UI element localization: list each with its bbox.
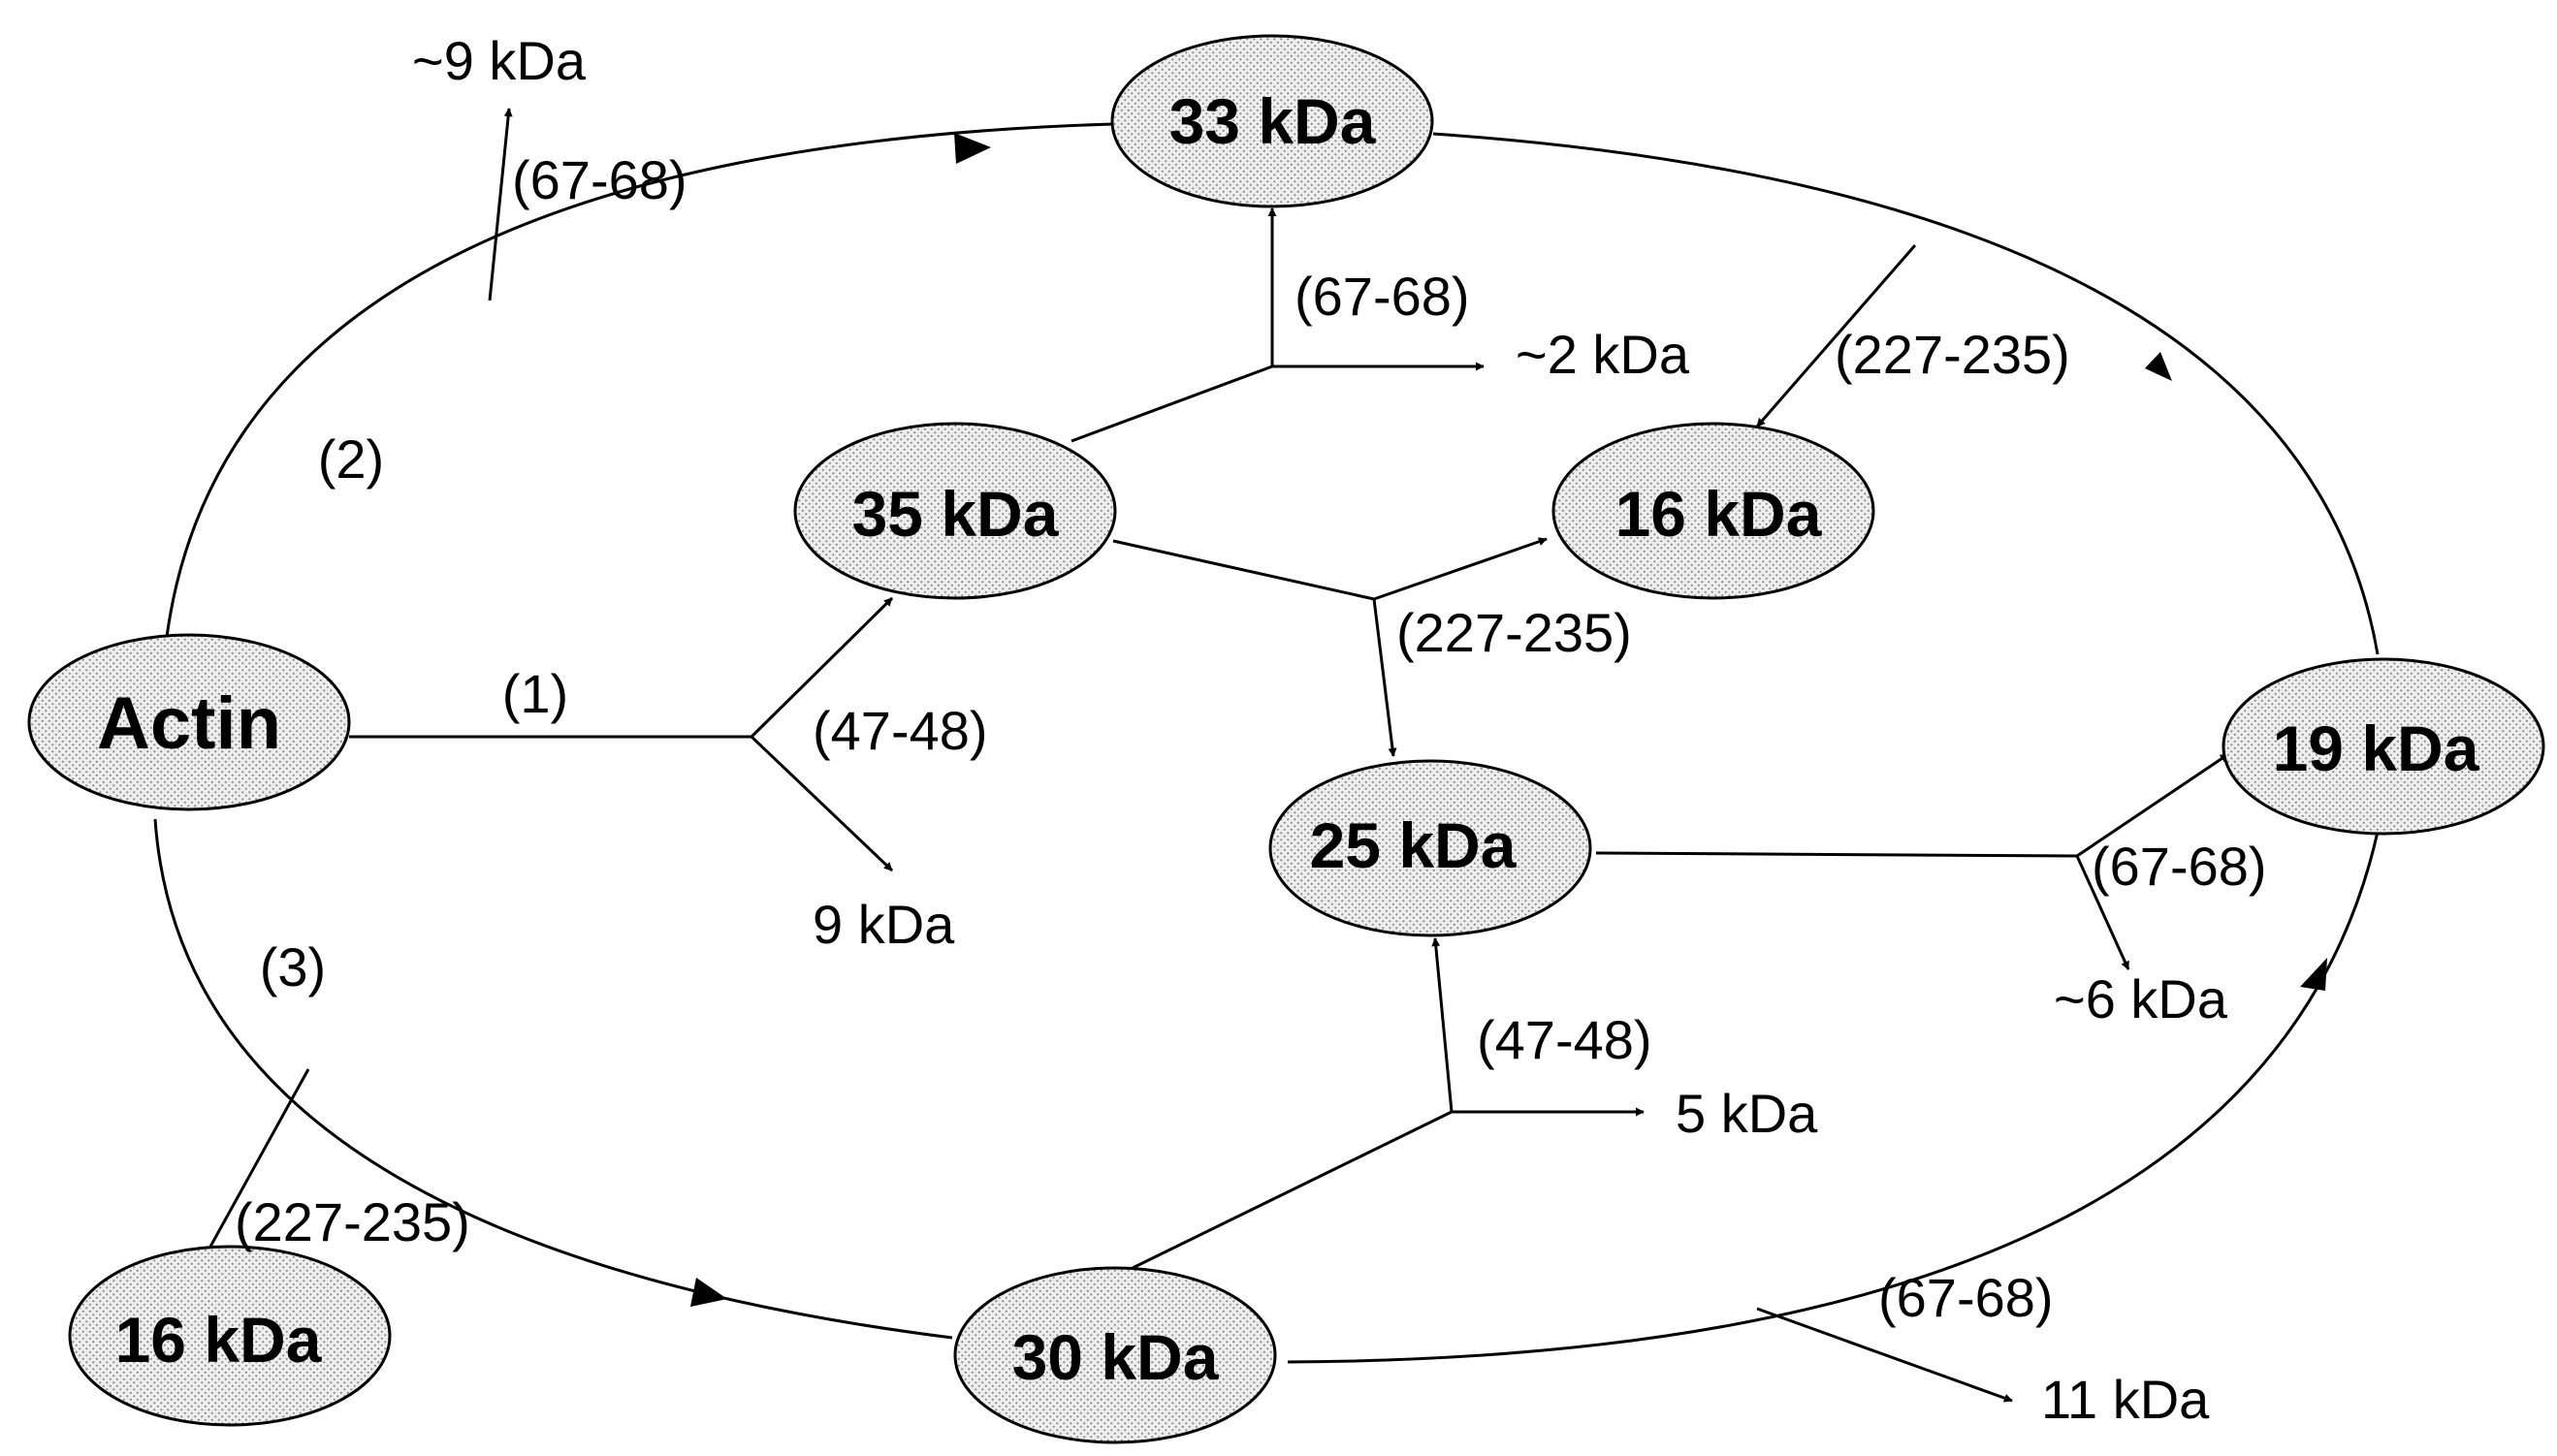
- edge-branch-to-6kda: [2075, 855, 2130, 970]
- cleavage-label-33-16: (227-235): [1835, 324, 2070, 385]
- edge-25-to-branch: [1595, 851, 2078, 858]
- node-35kda-label: 35 kDa: [852, 478, 1060, 550]
- node-16kda-top-label: 16 kDa: [1615, 478, 1823, 550]
- node-19kda-label: 19 kDa: [2273, 712, 2480, 784]
- edge-35-to-branch-right: [1112, 539, 1375, 601]
- node-33kda-label: 33 kDa: [1169, 85, 1377, 157]
- cleavage-label-actin-35: (47-48): [813, 700, 988, 761]
- direction-arrow-pathway-3: [690, 1278, 727, 1307]
- direction-arrow-pathway-2: [954, 133, 991, 164]
- edge-branch-to-25-up: [1431, 937, 1454, 1113]
- edge-actin-to-9kda: [750, 735, 894, 872]
- pathway-label-1: (1): [502, 663, 568, 724]
- edge-to-16-bottom: [204, 1068, 310, 1256]
- edge-35-to-branch-up: [1071, 364, 1273, 443]
- edge-to-9kda-approx: [488, 108, 513, 301]
- node-30kda-label: 30 kDa: [1012, 1321, 1220, 1393]
- node-35kda: 35 kDa: [793, 422, 1117, 600]
- direction-arrow-30-19: [2300, 958, 2327, 991]
- node-30kda: 30 kDa: [953, 1266, 1277, 1444]
- edge-to-11kda: [1756, 1307, 2013, 1403]
- node-25kda-label: 25 kDa: [1310, 809, 1518, 881]
- fragment-label-6kda-approx: ~6 kDa: [2054, 968, 2228, 1029]
- pathway-2-curve: [165, 122, 1114, 638]
- cleavage-label-actin-16: (227-235): [235, 1191, 470, 1252]
- cleavage-label-30-25: (47-48): [1477, 1009, 1652, 1070]
- edge-branch-to-16-top: [1373, 537, 1548, 601]
- fragment-label-5kda: 5 kDa: [1676, 1083, 1818, 1144]
- direction-arrow-33-19: [2145, 352, 2172, 381]
- fragment-label-9kda: 9 kDa: [813, 894, 955, 955]
- edge-33-to-16-top: [1755, 244, 1917, 427]
- edge-30-to-branch: [1132, 1110, 1453, 1270]
- cleavage-label-35-branch: (227-235): [1396, 602, 1632, 663]
- node-16kda-top: 16 kDa: [1551, 422, 1875, 600]
- pathway-label-3: (3): [260, 936, 326, 997]
- pathway-3-curve: [153, 818, 953, 1340]
- fragment-label-11kda: 11 kDa: [2041, 1369, 2210, 1430]
- node-33kda: 33 kDa: [1110, 34, 1434, 208]
- node-16kda-bottom: 16 kDa: [68, 1245, 392, 1427]
- edge-branch-to-19: [2076, 752, 2229, 858]
- node-25kda: 25 kDa: [1268, 759, 1592, 937]
- fragment-label-9kda-approx: ~9 kDa: [412, 30, 587, 91]
- cleavage-label-35-33: (67-68): [1294, 266, 1470, 327]
- edge-branch-to-25: [1372, 598, 1397, 757]
- pathway-label-2: (2): [318, 428, 384, 490]
- node-16kda-bottom-label: 16 kDa: [115, 1304, 323, 1376]
- cleavage-label-25-19: (67-68): [2092, 836, 2267, 897]
- node-actin: Actin: [27, 633, 351, 811]
- cleavage-label-30-19: (67-68): [1878, 1267, 2054, 1328]
- node-actin-label: Actin: [97, 682, 281, 765]
- cleavage-label-actin-33: (67-68): [512, 149, 687, 210]
- fragment-label-2kda-approx: ~2 kDa: [1516, 324, 1690, 385]
- edge-actin-to-35: [750, 596, 894, 739]
- curve-33-to-19: [1432, 132, 2380, 655]
- node-19kda: 19 kDa: [2221, 657, 2545, 836]
